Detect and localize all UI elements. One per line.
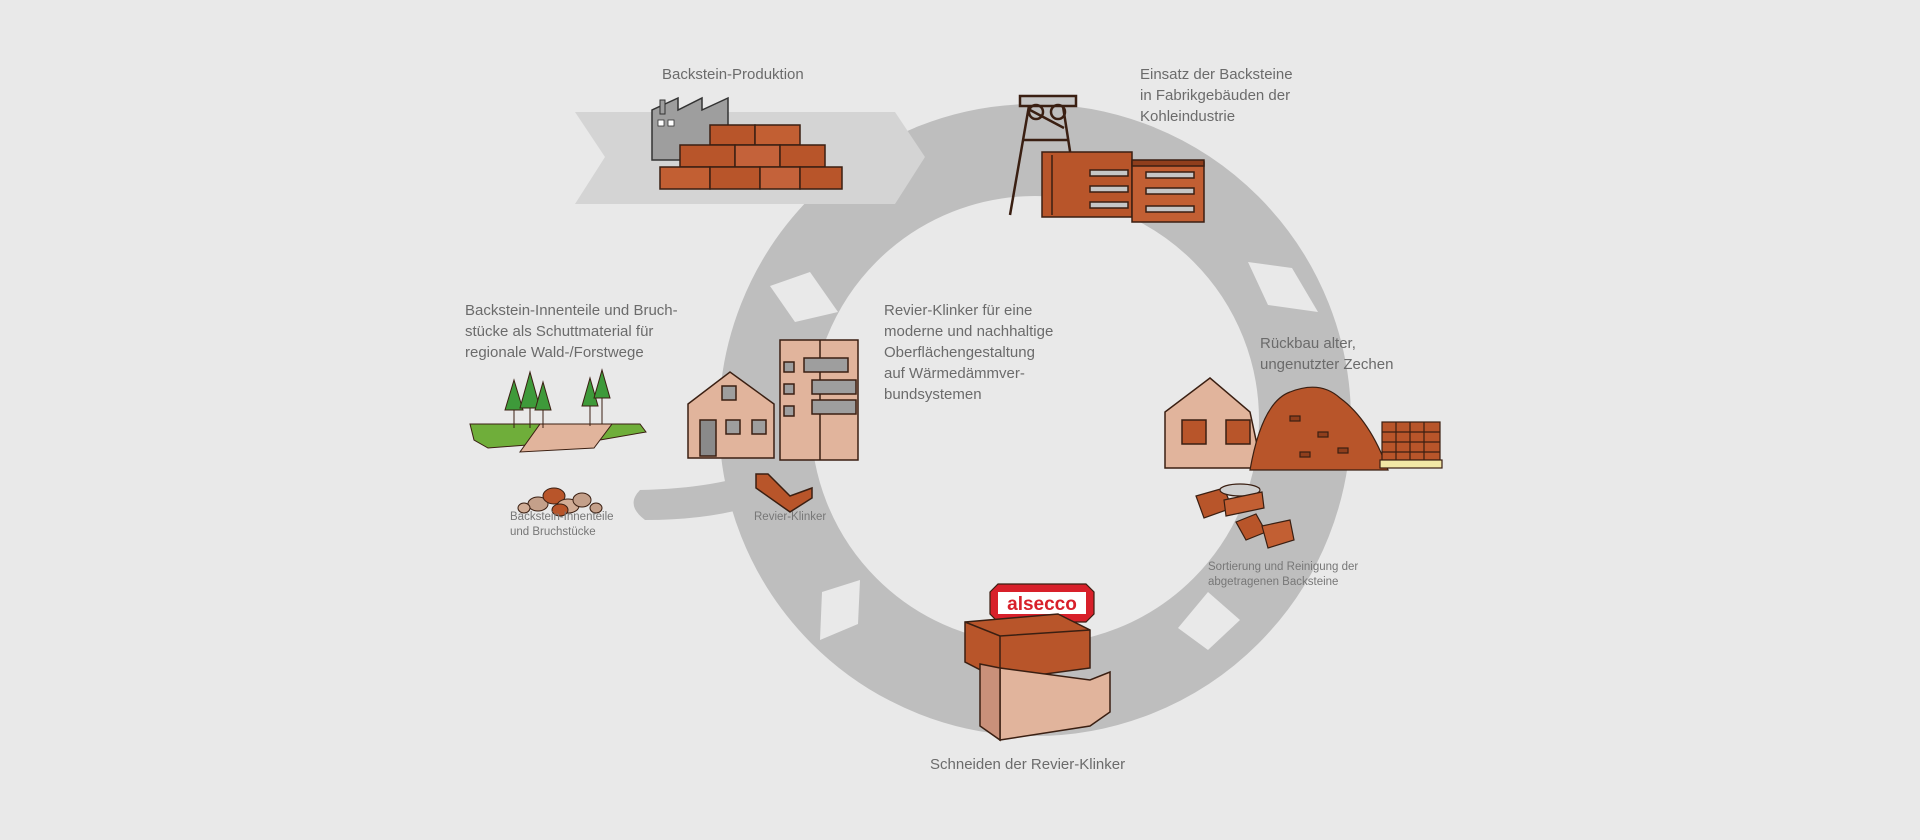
label-cutting: Schneiden der Revier-Klinker: [930, 756, 1126, 773]
klinker-block-icon: [964, 613, 1111, 742]
houses-icon: [687, 339, 859, 461]
brick-stack-icon: [659, 124, 843, 190]
label-rubble-small: Backstein-Innenteile und Bruchstücke: [510, 511, 614, 538]
cycle-chevron-1: [1248, 262, 1318, 312]
label-demolition: Rückbau alter, ungenutzter Zechen: [1260, 335, 1394, 373]
loose-bricks-icon: [1195, 483, 1295, 549]
pallet-icon: [1379, 421, 1443, 469]
label-sorting: Sortierung und Reinigung der abgetragene…: [1208, 561, 1359, 588]
brand-name: alsecco: [1007, 594, 1077, 615]
label-center: Revier-Klinker für eine moderne und nach…: [884, 302, 1054, 403]
label-usage: Einsatz der Backsteine in Fabrikgebäuden…: [1140, 66, 1293, 125]
cycle-chevron-2: [1178, 592, 1240, 650]
demolished-building-icon: [1164, 377, 1263, 469]
label-production: Backstein-Produktion: [662, 66, 804, 83]
rubble-pile-icon: [1249, 386, 1389, 471]
cycle-tail: [633, 470, 770, 520]
corner-klinker-icon: [755, 473, 813, 513]
cycle-chevron-4: [770, 272, 838, 322]
brick-building-icon: [1041, 151, 1205, 223]
stones-icon: [517, 487, 603, 517]
alsecco-sign-icon: alsecco: [989, 583, 1095, 623]
cycle-chevron-3: [820, 580, 860, 640]
label-rubble: Backstein-Innenteile und Bruch- stücke a…: [465, 302, 678, 361]
forest-path-icon: [469, 368, 647, 453]
label-klinker-small: Revier-Klinker: [754, 511, 827, 523]
